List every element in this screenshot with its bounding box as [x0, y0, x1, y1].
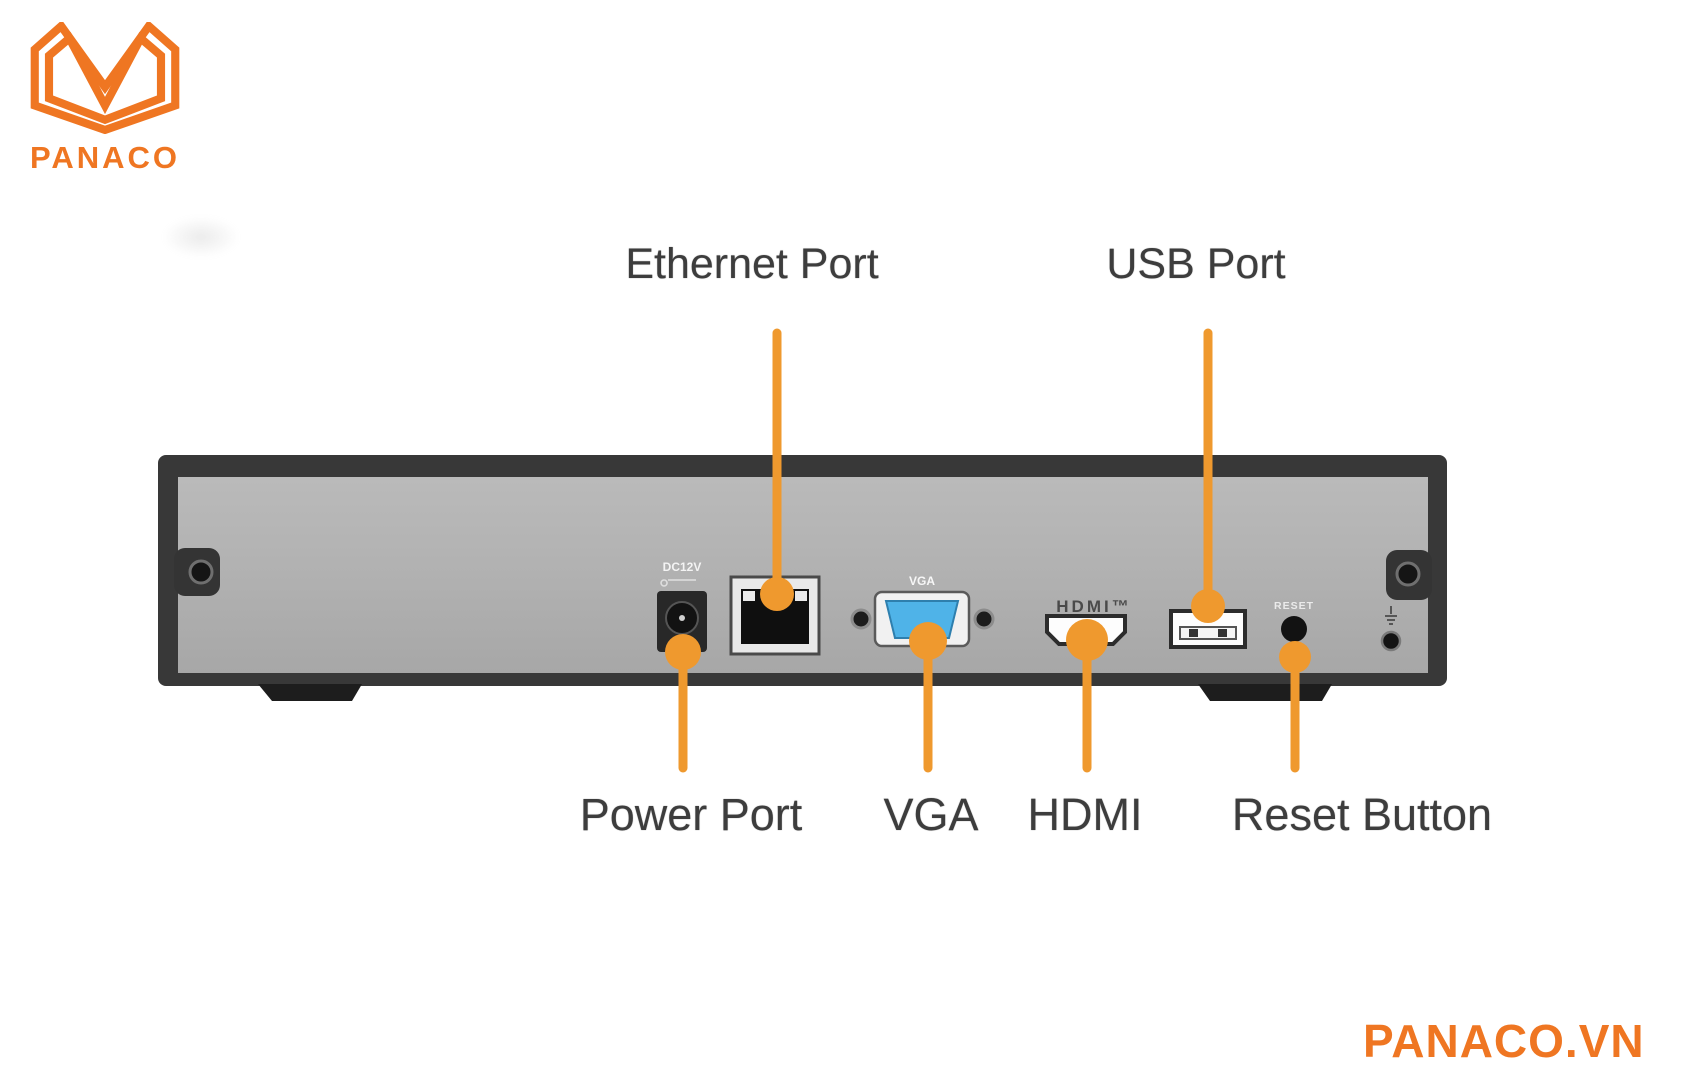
- hdmi-callout-dot: [1066, 619, 1108, 661]
- ethernet-latch-notch-right: [795, 591, 807, 601]
- watermark-smudge: [162, 216, 240, 258]
- power-port-graphic: DC12V: [657, 560, 707, 652]
- logo-outer-book-outline: [30, 22, 180, 134]
- vga-callout-dot: [909, 622, 947, 660]
- right-mounting-ear: [1386, 550, 1432, 600]
- reset-print: RESET: [1274, 600, 1314, 612]
- ethernet-latch-notch-left: [743, 591, 755, 601]
- left-mounting-ear: [174, 548, 220, 596]
- label-reset-button: Reset Button: [1231, 789, 1493, 840]
- label-ethernet-port: Ethernet Port: [625, 240, 879, 288]
- ethernet-port-graphic: [729, 575, 821, 656]
- power-port-print: DC12V: [663, 560, 702, 574]
- dc-polarity-mark: [660, 579, 696, 587]
- label-vga: VGA: [883, 789, 979, 840]
- logo-inner-pages-outline: [44, 31, 166, 125]
- vga-port-graphic: VGA: [850, 574, 995, 648]
- reset-button-hole: [1281, 616, 1307, 642]
- ground-screw-hole: [1380, 630, 1402, 652]
- left-foot: [258, 684, 362, 701]
- vga-screw-right: [973, 608, 995, 630]
- left-ear-screw-hole: [188, 559, 214, 585]
- brand-logo: PANACO: [30, 22, 180, 176]
- open-book-logo-icon: [30, 22, 180, 134]
- label-usb-port: USB Port: [1106, 240, 1286, 288]
- usb-contact-right: [1218, 629, 1227, 637]
- reset-callout-dot: [1279, 641, 1311, 673]
- usb-contact-left: [1189, 629, 1198, 637]
- brand-logo-text: PANACO: [30, 140, 181, 175]
- ground-symbol-icon: [1385, 606, 1397, 625]
- right-foot: [1198, 684, 1332, 701]
- usb-callout-dot: [1191, 589, 1225, 623]
- label-power-port: Power Port: [579, 789, 803, 840]
- callout-pointers: [665, 328, 1311, 773]
- hdmi-port-print: HDMI™: [1056, 597, 1131, 616]
- power-callout-dot: [665, 634, 701, 670]
- website-label: PANACO.VN: [1363, 1015, 1645, 1066]
- right-ear-screw-hole: [1395, 561, 1421, 587]
- ground-terminal-graphic: [1380, 606, 1402, 652]
- power-jack-pin: [679, 615, 685, 621]
- vga-port-print: VGA: [909, 574, 935, 588]
- vga-screw-left: [850, 608, 872, 630]
- label-hdmi: HDMI: [1027, 789, 1143, 840]
- ethernet-callout-dot: [760, 577, 794, 611]
- usb-tongue: [1179, 626, 1237, 640]
- reset-button-graphic: RESET: [1274, 600, 1314, 642]
